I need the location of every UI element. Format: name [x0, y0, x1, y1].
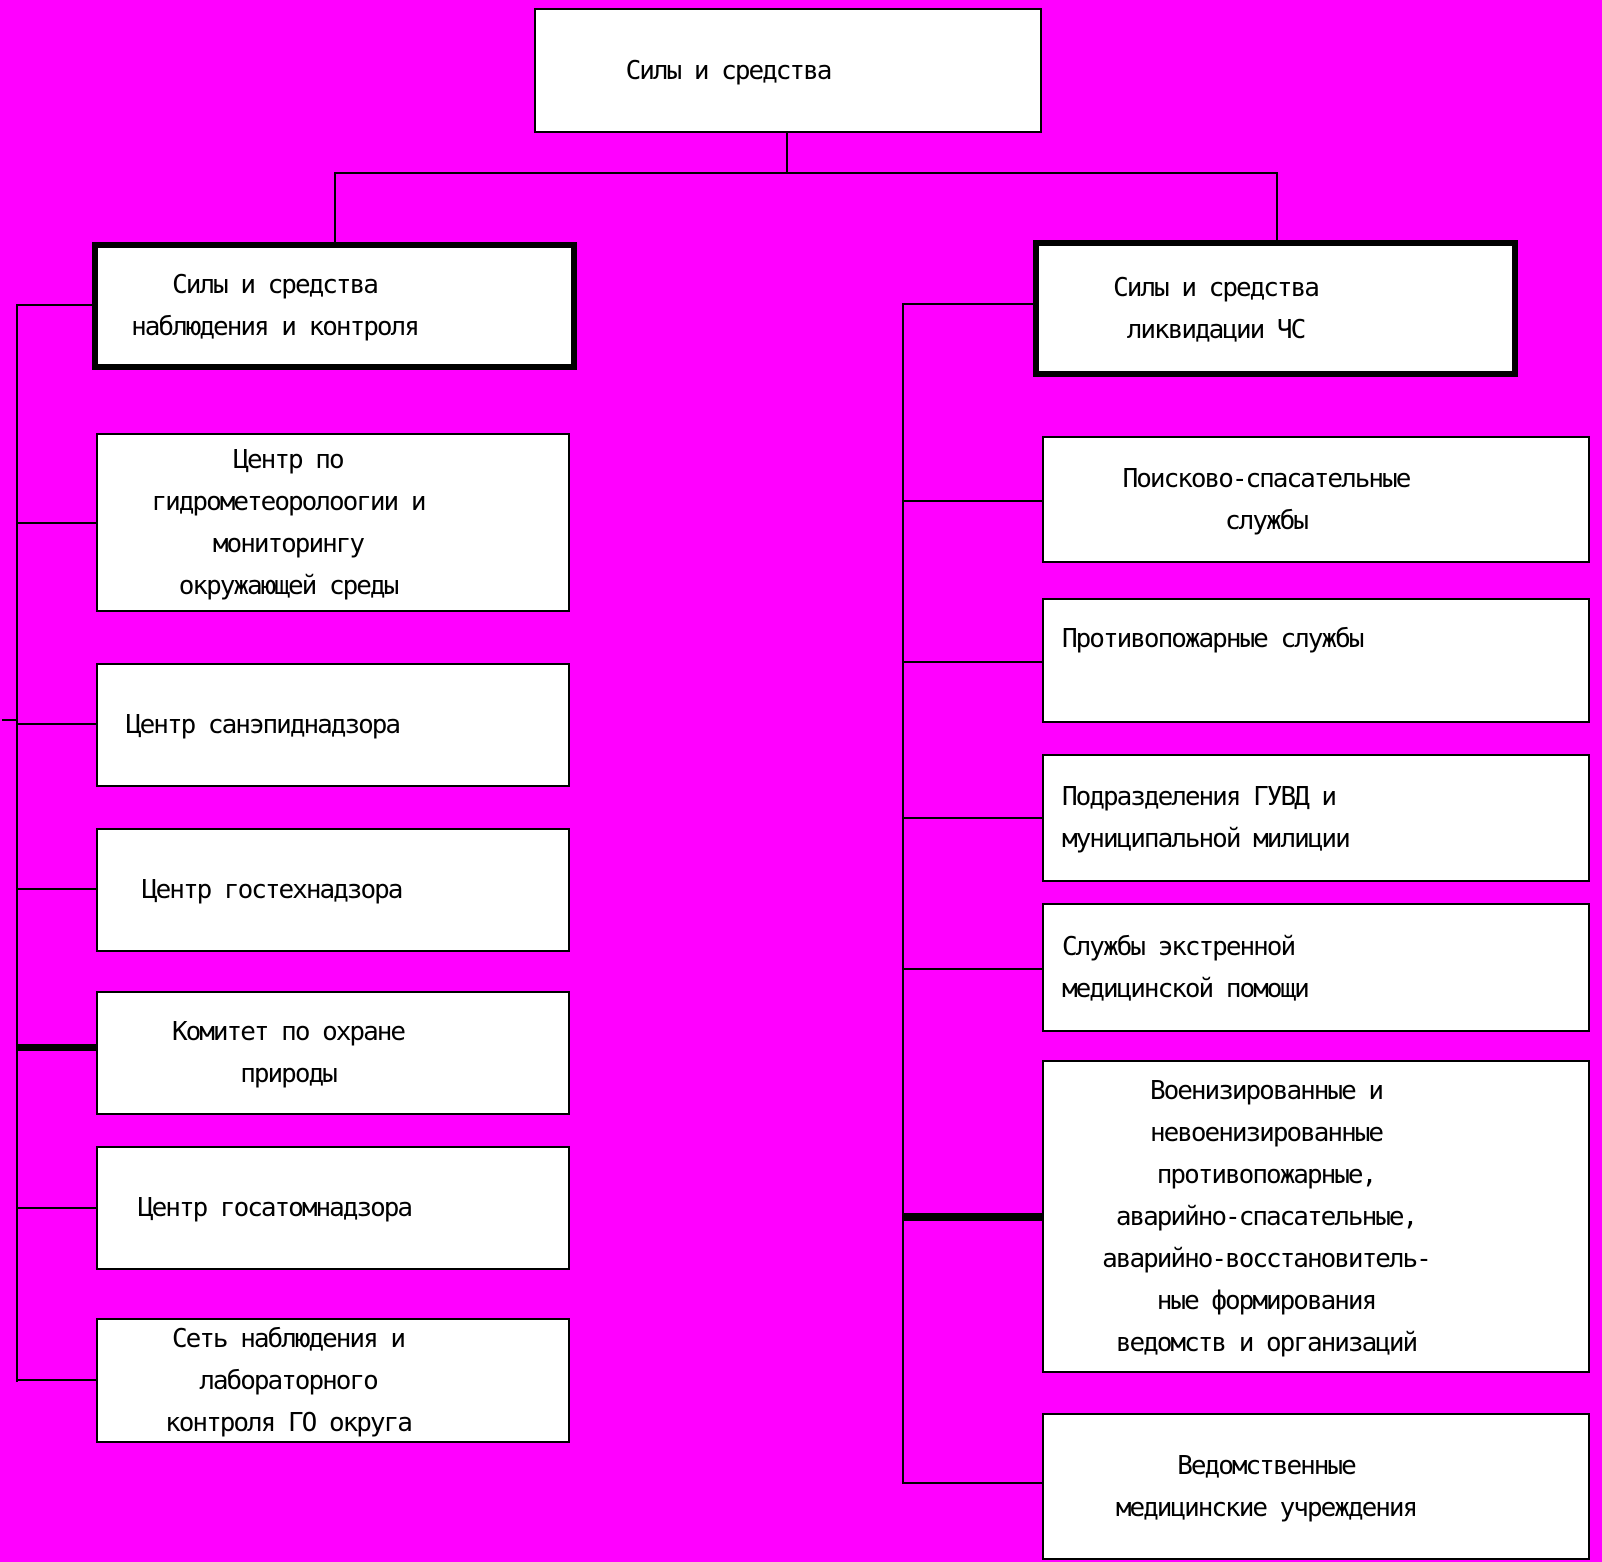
connector-right-spine [902, 303, 904, 1484]
node-observation-lab-network-label: Сеть наблюдения и лабораторного контроля… [165, 1323, 413, 1438]
node-militarized-formations-label: Военизированные и невоенизированные прот… [1102, 1075, 1432, 1358]
node-departmental-medical-institutions-label: Ведомственные медицинские учреждения [1115, 1450, 1418, 1523]
connector-left-header-link [16, 304, 92, 306]
node-observation-control-header: Силы и средства наблюдения и контроля [92, 242, 577, 370]
connector-right-item-2 [902, 661, 1042, 663]
node-root-label: Силы и средства [625, 55, 833, 86]
connector-root-stub [786, 133, 788, 173]
connector-drop-right [1276, 172, 1278, 240]
node-hydromet-center: Центр по гидрометеоролоогии и мониторинг… [96, 433, 570, 612]
node-liquidation-label: Силы и средства ликвидации ЧС [1113, 272, 1320, 345]
node-fire-services-label: Противопожарные службы [1062, 624, 1364, 654]
connector-right-item-4 [902, 968, 1042, 970]
connector-right-item-1 [902, 500, 1042, 502]
connector-left-item-2 [16, 723, 96, 725]
connector-right-header-link [902, 303, 1033, 305]
node-gosatomnadzor-center: Центр госатомнадзора [96, 1146, 570, 1270]
node-gostekhnadzor-center-label: Центр гостехнадзора [142, 875, 403, 905]
node-search-rescue-services: Поисково-спасательные службы [1042, 436, 1590, 563]
node-sanepid-center: Центр санэпиднадзора [96, 663, 570, 787]
node-nature-protection-committee-label: Комитет по охране природы [171, 1017, 406, 1089]
node-guvd-militia-units-label: Подразделения ГУВД и муниципальной милиц… [1062, 782, 1351, 854]
node-guvd-militia-units: Подразделения ГУВД и муниципальной милиц… [1042, 754, 1590, 882]
node-liquidation-header: Силы и средства ликвидации ЧС [1033, 240, 1518, 377]
node-fire-services: Противопожарные службы [1042, 598, 1590, 723]
node-hydromet-center-label: Центр по гидрометеоролоогии и мониторинг… [151, 444, 426, 601]
node-gosatomnadzor-center-label: Центр госатомнадзора [138, 1193, 413, 1223]
connector-right-item-5-thick [902, 1213, 1042, 1221]
connector-right-item-6 [902, 1482, 1042, 1484]
node-observation-control-label: Силы и средства наблюдения и контроля [131, 270, 420, 342]
connector-left-item-4-thick [16, 1044, 96, 1051]
node-emergency-medical-services-label: Службы экстренной медицинской помощи [1062, 931, 1310, 1004]
node-departmental-medical-institutions: Ведомственные медицинские учреждения [1042, 1413, 1590, 1560]
node-gostekhnadzor-center: Центр гостехнадзора [96, 828, 570, 952]
connector-right-item-3 [902, 817, 1042, 819]
connector-top-horizontal [334, 172, 1278, 174]
connector-drop-left [334, 172, 336, 242]
connector-left-item-6 [16, 1379, 96, 1381]
connector-left-item-3 [16, 888, 96, 890]
node-militarized-formations: Военизированные и невоенизированные прот… [1042, 1060, 1590, 1373]
node-nature-protection-committee: Комитет по охране природы [96, 991, 570, 1115]
node-observation-lab-network: Сеть наблюдения и лабораторного контроля… [96, 1318, 570, 1443]
connector-left-spine [16, 304, 18, 1382]
connector-left-item-5 [16, 1207, 96, 1209]
node-search-rescue-services-label: Поисково-спасательные службы [1122, 463, 1412, 536]
node-sanepid-center-label: Центр санэпиднадзора [126, 710, 401, 740]
connector-left-edge-stub [2, 719, 16, 721]
node-root: Силы и средства [534, 8, 1042, 133]
connector-left-item-1 [16, 522, 96, 524]
node-emergency-medical-services: Службы экстренной медицинской помощи [1042, 903, 1590, 1032]
